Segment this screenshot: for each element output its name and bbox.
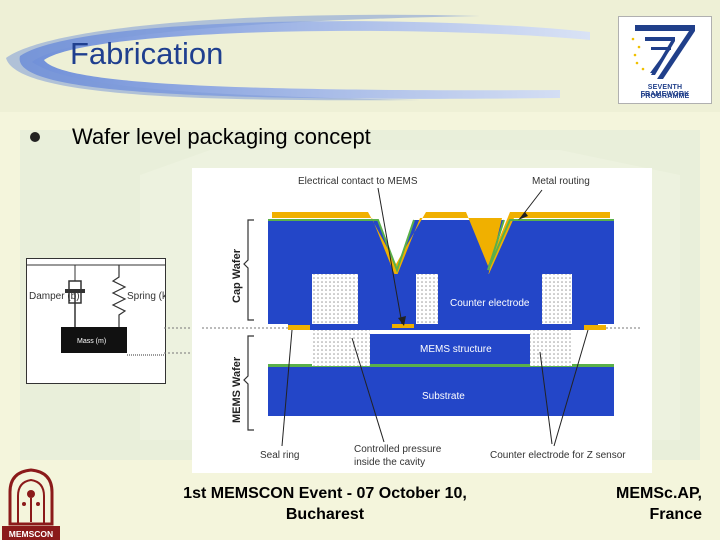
mass-label: Mass (m) xyxy=(77,338,106,345)
connector-lines xyxy=(164,327,194,354)
slide-title: Fabrication xyxy=(70,36,224,71)
footer-org-line-2: France xyxy=(649,506,702,523)
cap-wafer-label: Cap Wafer xyxy=(231,248,243,303)
footer-event: 1st MEMSCON Event - 07 October 10, Bucha… xyxy=(150,483,500,525)
footer-organization: MEMSc.AP, France xyxy=(560,483,702,525)
controlled-pressure-label-2: inside the cavity xyxy=(354,457,425,468)
spring-label: Spring (k) xyxy=(127,291,166,302)
footer-event-line-1: 1st MEMSCON Event - 07 October 10, xyxy=(183,485,467,502)
seal-ring-label: Seal ring xyxy=(260,450,299,461)
fp7-logo-text-2: PROGRAMME xyxy=(640,93,690,100)
fp7-logo: SEVENTH FRAMEWORK PROGRAMME xyxy=(618,16,712,104)
title-swoosh xyxy=(6,14,590,101)
mems-wafer-label: MEMS Wafer xyxy=(231,356,243,423)
fp7-logo-text-1: SEVENTH FRAMEWORK xyxy=(640,84,690,98)
mems-structure-label: MEMS structure xyxy=(420,344,492,355)
fp7-emblem-icon xyxy=(631,25,695,79)
footer-org-line-1: MEMSc.AP, xyxy=(616,485,702,502)
substrate-label: Substrate xyxy=(422,391,465,402)
mass-spring-damper-diagram: Damper (b) Spring (k) Mass (m) xyxy=(26,258,166,384)
controlled-pressure-label-1: Controlled pressure xyxy=(354,444,442,455)
bullet-dot xyxy=(30,132,40,142)
wafer-cross-section-diagram: Cap Wafer MEMS Wafer Counter electrode M… xyxy=(192,168,652,473)
electrical-contact-label: Electrical contact to MEMS xyxy=(298,176,418,187)
footer-event-line-2: Bucharest xyxy=(285,506,365,523)
counter-electrode-label: Counter electrode xyxy=(450,298,530,309)
memscon-logo: MEMSCON xyxy=(2,468,60,540)
memscon-logo-text: MEMSCON xyxy=(9,529,53,539)
bullet-text: Wafer level packaging concept xyxy=(72,124,371,149)
metal-routing-label: Metal routing xyxy=(532,176,590,187)
counter-electrode-z-label: Counter electrode for Z sensor xyxy=(490,450,626,461)
damper-label: Damper (b) xyxy=(29,291,80,302)
